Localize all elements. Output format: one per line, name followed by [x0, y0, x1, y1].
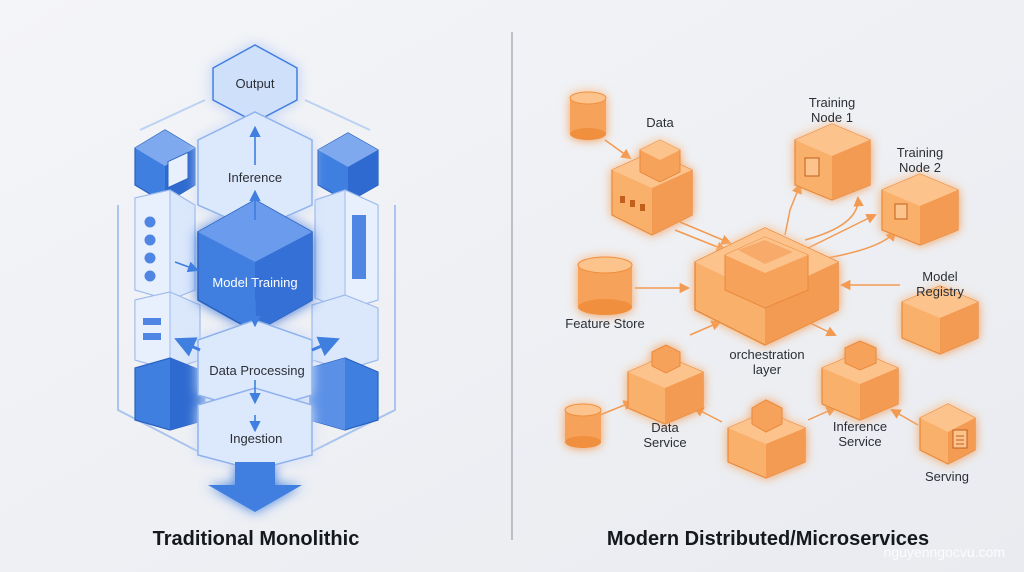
label-line: layer [753, 362, 782, 377]
output-label: Output [235, 76, 274, 91]
data-cylinder-icon [569, 91, 607, 140]
label-line: Training [809, 95, 855, 110]
label-line: Training [897, 145, 943, 160]
output-block [212, 44, 298, 123]
panel-bar-icon [352, 215, 366, 279]
document-icon [167, 151, 189, 189]
label-line: orchestration [729, 347, 804, 362]
inference-block [197, 111, 313, 231]
watermark: nguyenngocvu.com [884, 544, 1005, 560]
down-arrow-icon [208, 462, 302, 512]
storage-cylinder-icon [564, 403, 602, 448]
ingestion-label: Ingestion [230, 431, 283, 446]
training-node-2 [881, 173, 959, 246]
feature-store-label: Feature Store [565, 316, 645, 331]
label-line: Service [838, 434, 881, 449]
service-connections [599, 139, 919, 426]
data-processing-label: Data Processing [209, 363, 304, 378]
label-line: Node 1 [811, 110, 853, 125]
serving-label: Serving [925, 469, 969, 484]
left-column-cubes [134, 129, 206, 431]
monolithic-diagram: Output Inference Model Training Data Pro… [117, 44, 396, 550]
frame-bracket-right [304, 205, 396, 456]
left-title: Traditional Monolithic [153, 528, 360, 550]
model-registry-node [901, 285, 979, 355]
data-label: Data [646, 115, 674, 130]
inference-service-node [821, 340, 899, 421]
monolith-arrows [174, 125, 340, 433]
label-line: Service [643, 435, 686, 450]
serving-node [919, 403, 976, 465]
label-line: Inference [833, 419, 887, 434]
right-title: Modern Distributed/Microservices [607, 528, 929, 550]
model-training-label: Model Training [212, 275, 297, 290]
document-icon [952, 429, 968, 449]
processing-node [727, 399, 806, 479]
inference-label: Inference [228, 170, 282, 185]
status-lights-icon [144, 216, 156, 282]
server-rack-icon [143, 318, 161, 340]
central-stack [197, 44, 313, 512]
label-line: Model [922, 269, 958, 284]
feature-store-cylinder-icon [577, 256, 633, 315]
orchestration-layer-node [694, 227, 839, 346]
label-line: Registry [916, 284, 964, 299]
frame-bracket-left [117, 205, 206, 456]
frame-top-lines [139, 99, 371, 131]
data-node [611, 139, 693, 236]
data-service-node [627, 344, 704, 425]
label-line: Data [651, 420, 679, 435]
right-column-cubes [309, 132, 379, 431]
label-line: Node 2 [899, 160, 941, 175]
training-node-1 [794, 123, 871, 201]
